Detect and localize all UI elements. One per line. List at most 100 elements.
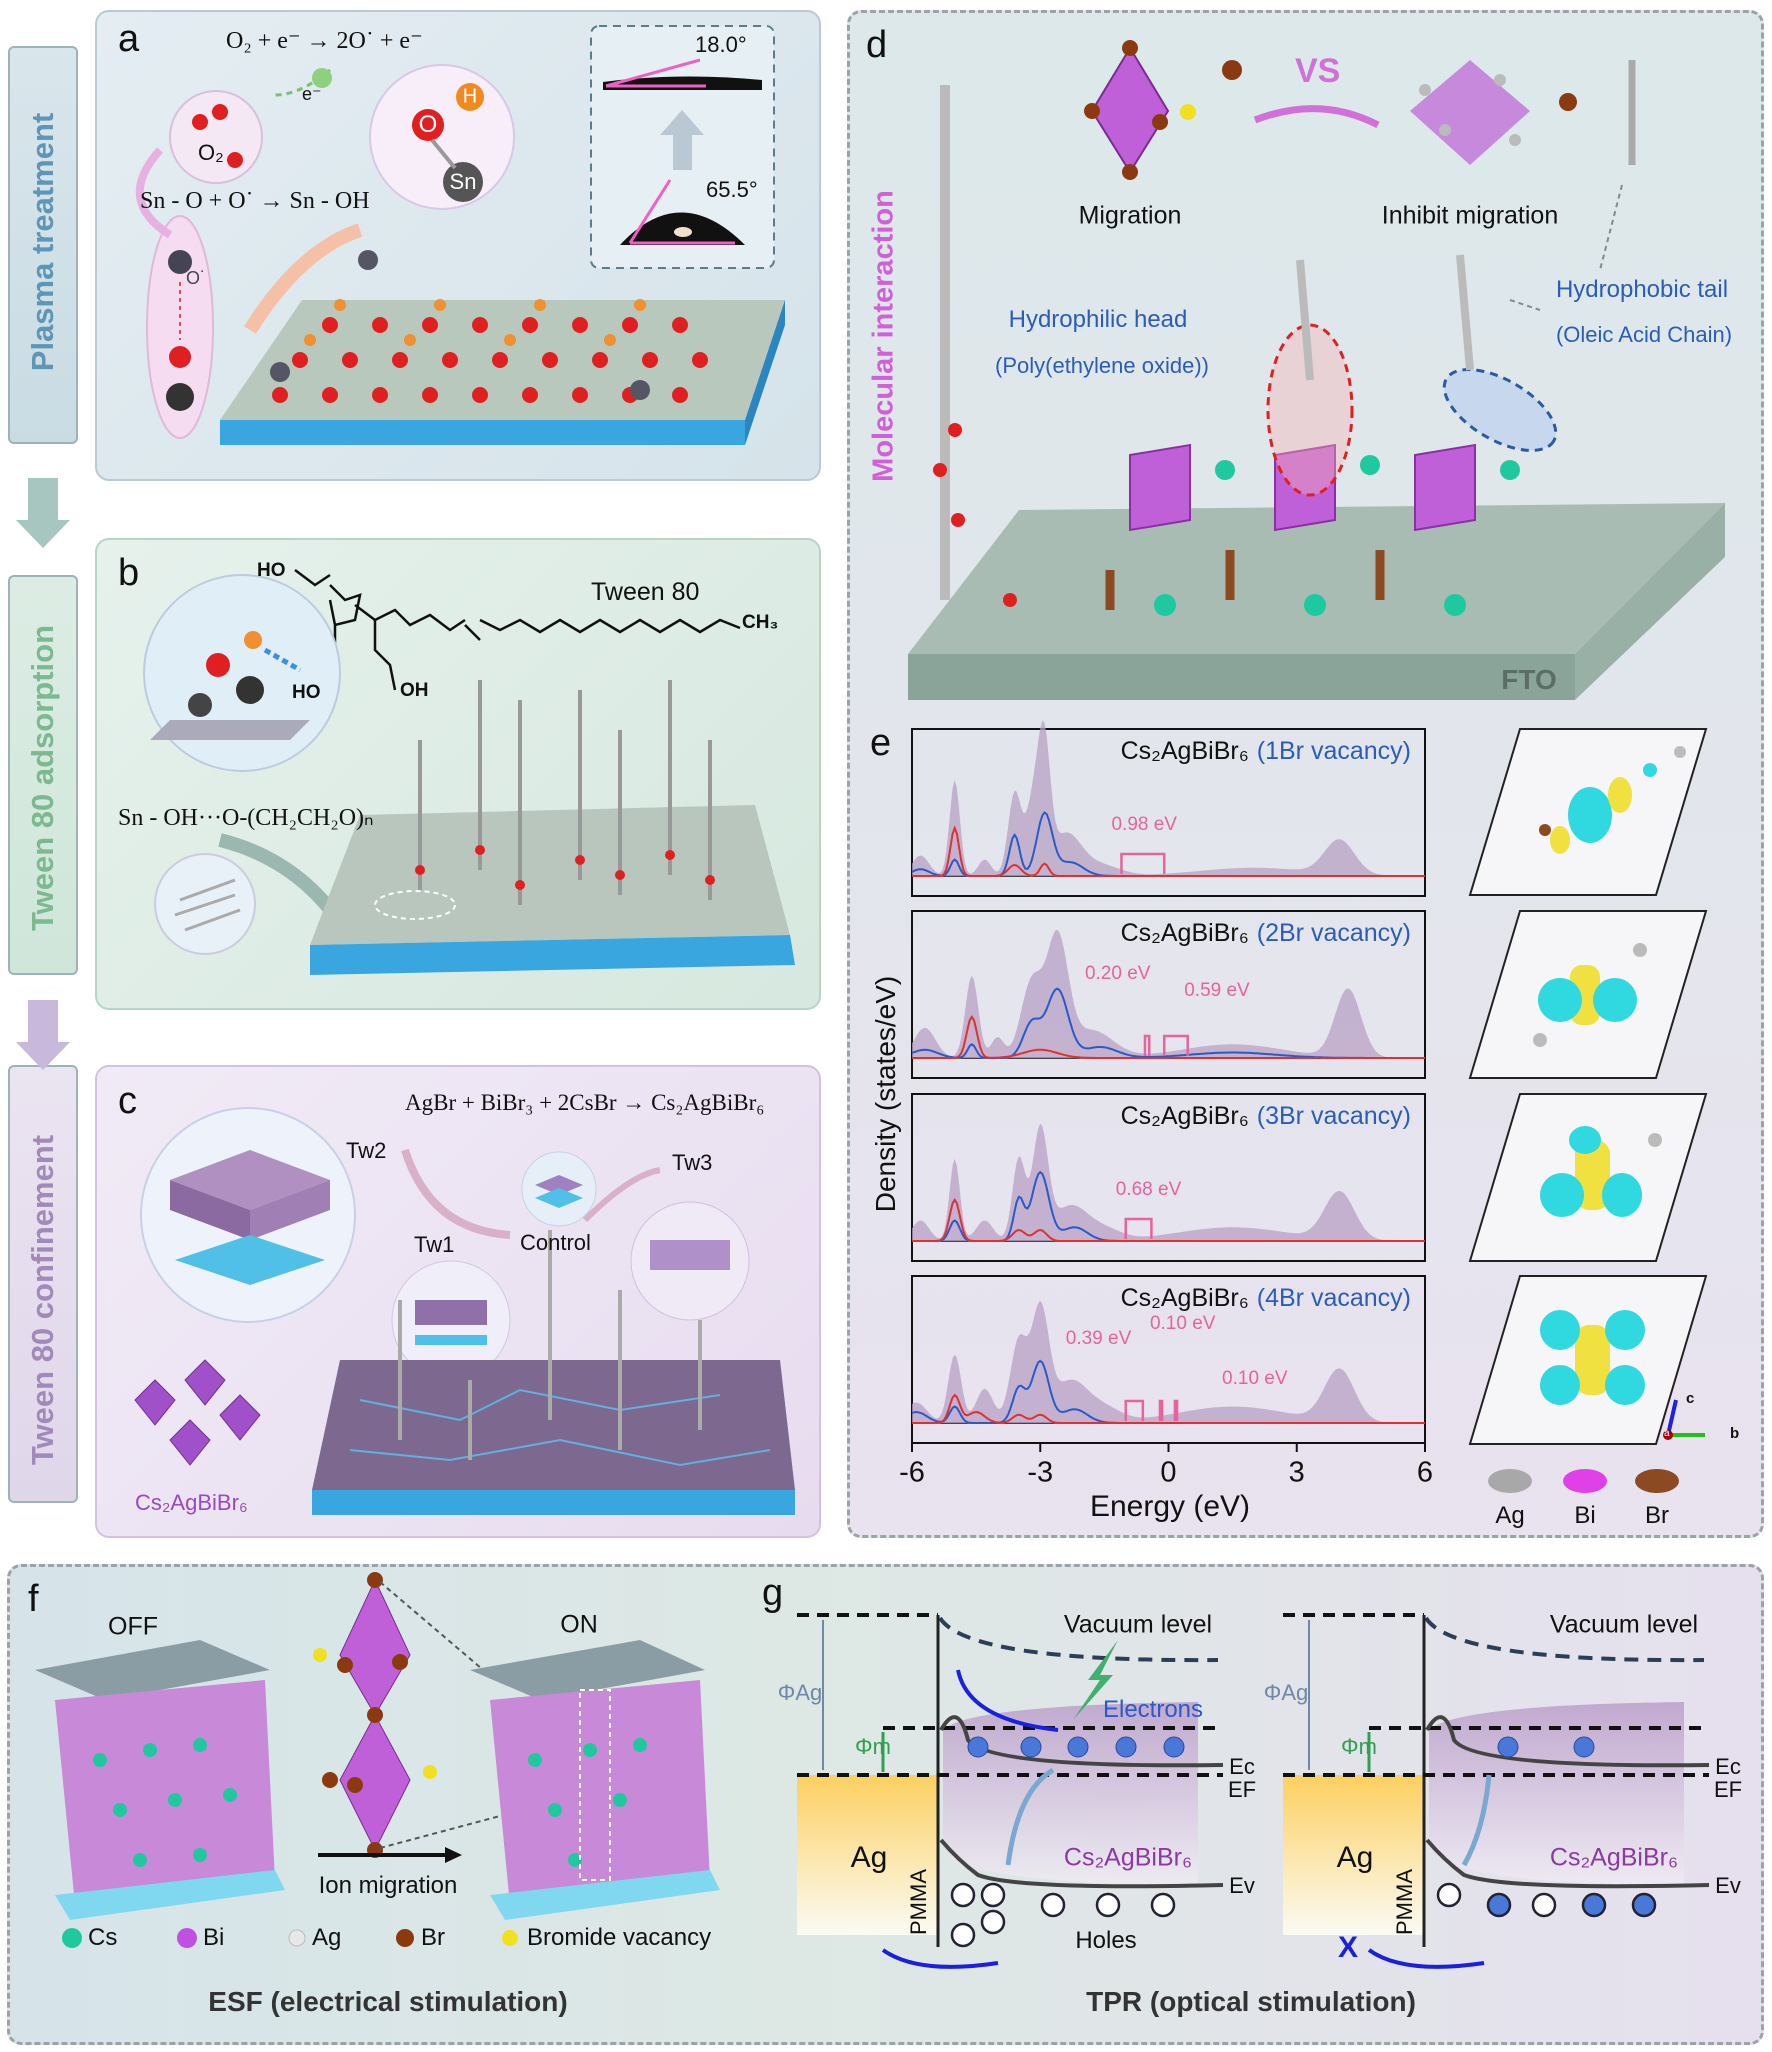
semiconductor-label: Cs₂AgBiBr₆ [1063, 1843, 1193, 1872]
dos-total-area [912, 720, 1425, 876]
on-state-label: ON [560, 1610, 598, 1639]
hydrophobic-tail-sub: (Oleic Acid Chain) [1555, 322, 1733, 347]
panel-d-label: d [866, 24, 888, 66]
hole-circle [1436, 1882, 1462, 1908]
legend-ag-swatch [288, 1929, 306, 1947]
perovskite-octahedra [1129, 443, 1476, 532]
metal-region [797, 1775, 938, 1935]
oh-label: OH [400, 680, 429, 701]
gap-energy-label: 0.98 eV [1111, 814, 1177, 835]
hole-circle [1486, 1892, 1512, 1918]
migrating-octahedron [1084, 40, 1242, 180]
contact-angle-bottom: 65.5° [706, 177, 758, 202]
current-arrow [881, 1948, 999, 1969]
blocked-icon: X [1337, 1931, 1359, 1964]
tween-chains [418, 680, 712, 905]
vacancy-label: (1Br vacancy) [1256, 737, 1411, 765]
lightning-icon [1073, 1640, 1118, 1720]
metal-label: Ag [1336, 1841, 1374, 1874]
sn-o-bubble [146, 215, 214, 439]
legend-vacancy-label: Bromide vacancy [527, 1924, 712, 1951]
contact-angle-top: 18.0° [695, 32, 747, 57]
dos-plot-frame [911, 1275, 1426, 1444]
electron-dot [1067, 1736, 1089, 1758]
reaction-arrow [135, 147, 173, 239]
current-arrow [1367, 1948, 1485, 1969]
hole-circle [1531, 1892, 1557, 1918]
ec-label: Ec [1229, 1754, 1255, 1779]
dos-plot-title: Cs₂AgBiBr₆(2Br vacancy) [1121, 919, 1411, 948]
panel-a-label: a [118, 18, 140, 60]
o-atom [169, 346, 191, 368]
atom-o-label: O [418, 111, 438, 138]
side-label-plasma [8, 46, 78, 444]
gap-bracket [1158, 1399, 1164, 1421]
gap-energy-label: 0.10 eV [1149, 1313, 1216, 1334]
phi-m-label: Φm [1341, 1734, 1377, 1759]
ch3-label: CH₃ [742, 612, 779, 633]
electron-icon [312, 68, 332, 88]
electron-dot [1497, 1736, 1519, 1758]
panel-c-label: c [118, 1080, 137, 1122]
axis-a-label: a [1664, 1428, 1670, 1439]
hole-circle [1581, 1892, 1607, 1918]
oxygen-dissociation-equation: O₂ + e⁻ → 2O˙ + e⁻ [226, 28, 423, 54]
hole-circle [1150, 1892, 1176, 1918]
legend-ag-label: Ag [1495, 1502, 1525, 1529]
hole-circle [1040, 1892, 1066, 1918]
atom-h-label: H [462, 85, 478, 108]
tail-highlight [1442, 368, 1558, 452]
valence-band [939, 1838, 1224, 1889]
isosurface-1 [1468, 728, 1708, 896]
transition-arrow [1461, 1774, 1492, 1867]
electron-dot [1163, 1736, 1185, 1758]
x-tick-label: -3 [1027, 1456, 1054, 1489]
tw1-label: Tw1 [414, 1232, 455, 1257]
compound-label: Cs₂AgBiBr₆ [135, 1490, 248, 1515]
compound-name: Cs₂AgBiBr₆ [1120, 1102, 1249, 1130]
vacuum-level-label: Vacuum level [1549, 1610, 1699, 1639]
vacancy-label: (4Br vacancy) [1256, 1284, 1411, 1312]
dos-plot-title: Cs₂AgBiBr₆(3Br vacancy) [1121, 1102, 1411, 1131]
hole-circle [1631, 1892, 1657, 1918]
gap-bracket [1162, 1034, 1189, 1056]
legend-ag-swatch [1488, 1469, 1532, 1493]
axes-triad-icon [1663, 1399, 1705, 1440]
legend-bi-label: Bi [203, 1924, 225, 1951]
vacancy-label: (3Br vacancy) [1256, 1102, 1411, 1130]
dos-total-area [912, 1123, 1425, 1241]
gap-energy-label: 0.39 eV [1065, 1328, 1132, 1349]
legend-bi-swatch [177, 1928, 197, 1948]
isosurface-3 [1468, 1093, 1708, 1262]
pmma-label: PMMA [1392, 1869, 1417, 1935]
vs-arrow [1253, 105, 1380, 129]
dos-plot-title: Cs₂AgBiBr₆(4Br vacancy) [1121, 1284, 1411, 1313]
vacancy-label: (2Br vacancy) [1256, 919, 1411, 947]
electron-arrow [274, 68, 331, 97]
compound-name: Cs₂AgBiBr₆ [1120, 737, 1249, 765]
dos-red-line [912, 1393, 1425, 1424]
x-tick-label: -6 [899, 1456, 925, 1489]
dos-red-line [912, 1015, 1425, 1059]
holes-label: Holes [1075, 1927, 1137, 1954]
hydrogen-bond-equation: Sn - OH···O-(CH₂CH₂O)ₙ [118, 805, 374, 831]
ef-label: EF [1713, 1777, 1743, 1802]
dos-plot-frame [911, 1093, 1426, 1262]
transition-arrow [1005, 1767, 1055, 1866]
down-arrow-icon [16, 1000, 70, 1070]
metal-label: Ag [850, 1841, 888, 1874]
ec-label: Ec [1715, 1754, 1741, 1779]
panel-g-label: g [762, 1572, 784, 1614]
legend-br-label: Br [1645, 1502, 1669, 1529]
panel-e-label: e [870, 722, 892, 764]
esf-caption: ESF (electrical stimulation) [208, 1986, 568, 2017]
inhibited-octahedron [1410, 60, 1577, 165]
x-tick-label: 6 [1416, 1456, 1434, 1489]
o-radical-label: O˙ [186, 268, 206, 288]
dos-total-area [912, 929, 1425, 1058]
gap-bracket [1173, 1399, 1179, 1421]
